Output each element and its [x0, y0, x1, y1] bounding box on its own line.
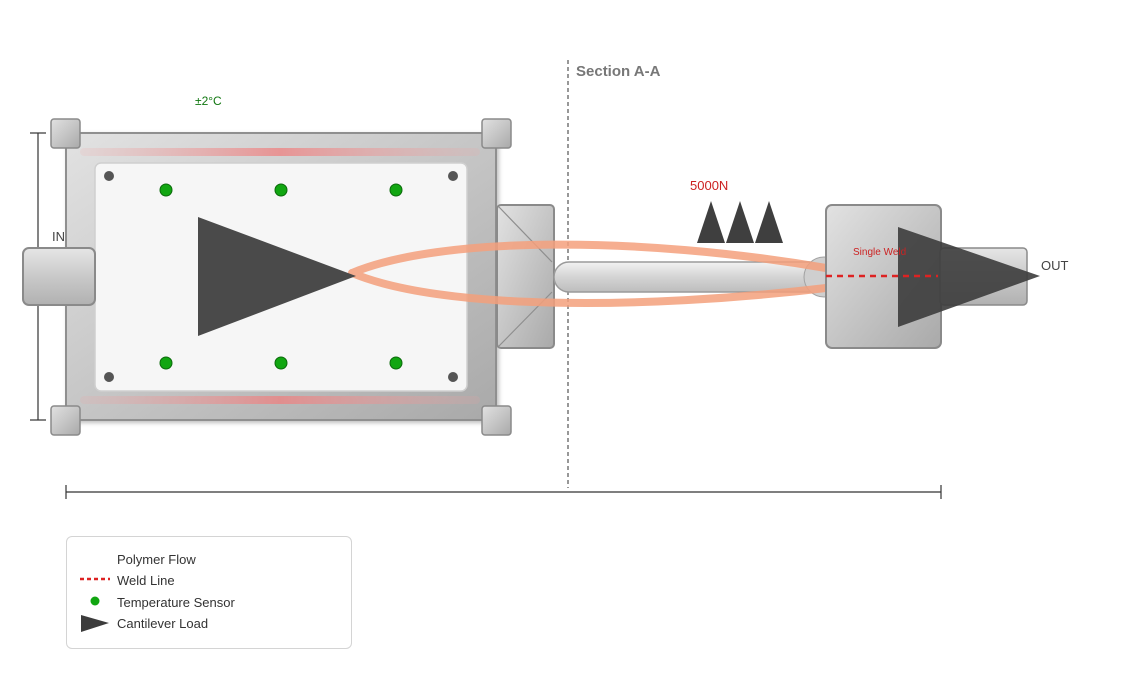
- legend-item-temperature-sensor: Temperature Sensor: [67, 593, 351, 613]
- temperature-sensor: [274, 183, 288, 197]
- polymer-flow-upper: [348, 240, 830, 277]
- bolt-hole: [104, 171, 114, 181]
- polymer-flow: [348, 240, 830, 307]
- load-triangle: [726, 201, 754, 243]
- clamp-top-left: [50, 118, 81, 149]
- load-label: 5000N: [690, 178, 728, 193]
- temperature-sensor: [159, 183, 173, 197]
- clamp-bottom-left: [50, 405, 81, 436]
- load-triangle: [755, 201, 783, 243]
- temperature-tolerance-label: ±2°C: [195, 94, 222, 108]
- legend-label: Weld Line: [117, 573, 175, 588]
- inlet-label: IN: [52, 229, 65, 244]
- legend-item-cantilever-load: Cantilever Load: [67, 614, 351, 634]
- temperature-sensor: [389, 183, 403, 197]
- legend-label: Cantilever Load: [117, 616, 209, 631]
- heater-band-top: [80, 148, 480, 156]
- temperature-sensor: [159, 356, 173, 370]
- cantilever-load-arrow: [198, 217, 356, 336]
- weld-line-swatch: [80, 577, 110, 581]
- clamp-bottom-right: [481, 405, 512, 436]
- clamp-top-right: [481, 118, 512, 149]
- inlet-nozzle: [22, 247, 96, 306]
- legend-item-weld-line: Weld Line: [67, 571, 351, 591]
- bolt-hole: [104, 372, 114, 382]
- outlet-label: OUT: [1041, 258, 1069, 273]
- section-label: Section A-A: [576, 63, 661, 80]
- temperature-sensor-swatch: [90, 596, 100, 606]
- polymer-flow-swatch: [79, 550, 111, 570]
- temperature-sensor: [389, 356, 403, 370]
- temperature-sensors: [159, 183, 403, 370]
- weld-label: Single Weld: [853, 247, 906, 258]
- legend-item-polymer-flow: Polymer Flow: [67, 550, 351, 570]
- legend: Polymer Flow Weld Line Temperature Senso…: [66, 536, 352, 649]
- temperature-sensor: [274, 356, 288, 370]
- bolt-hole: [448, 372, 458, 382]
- runner-rod: [553, 261, 825, 293]
- output-arrow: [898, 227, 1040, 327]
- polymer-flow-lower: [348, 269, 830, 307]
- cantilever-load-swatch: [81, 615, 109, 632]
- length-dimension: [65, 485, 942, 499]
- legend-label: Temperature Sensor: [117, 595, 235, 610]
- gate-block: [496, 204, 555, 349]
- load-triangle: [697, 201, 725, 243]
- load-triangles: [697, 201, 783, 243]
- heater-band-bottom: [80, 396, 480, 404]
- legend-label: Polymer Flow: [117, 552, 196, 567]
- bolt-hole: [448, 171, 458, 181]
